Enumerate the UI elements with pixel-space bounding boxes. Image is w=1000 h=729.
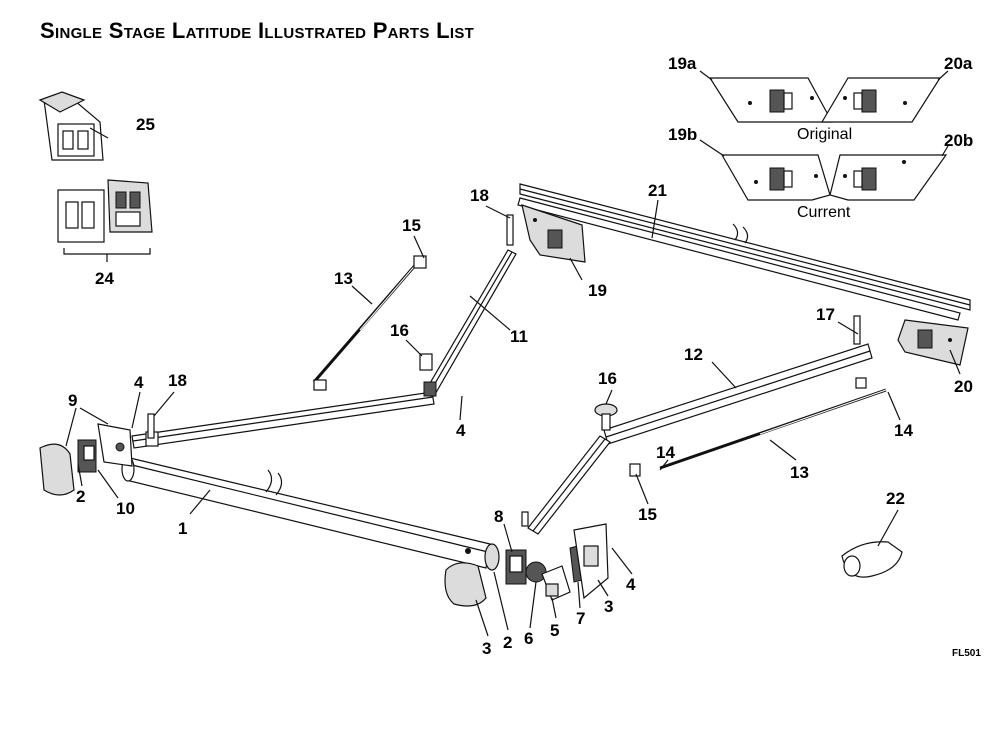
pin-part-18-top — [506, 214, 514, 246]
glove-part-22 — [841, 541, 903, 578]
lower-arm-left — [131, 391, 435, 449]
left-arm-bracket-part-9 — [97, 423, 133, 467]
upper-arm-part-11 — [423, 249, 517, 397]
callout-19a: 19a — [668, 54, 697, 73]
callout-4-mid: 4 — [456, 421, 466, 440]
motor-part-5 — [541, 565, 571, 601]
caption-original: Original — [797, 126, 852, 143]
left-bracket-part-10 — [77, 439, 97, 473]
bracket-part-19 — [521, 204, 586, 263]
callout-14-right: 14 — [894, 421, 913, 440]
callout-22: 22 — [886, 489, 905, 508]
callout-2-lower: 2 — [503, 633, 512, 652]
left-end-cap-part-2 — [39, 443, 75, 496]
callout-3-lower: 3 — [482, 639, 491, 658]
callout-13-right: 13 — [790, 463, 809, 482]
callout-15-bottom: 15 — [638, 505, 657, 524]
end-cap-part-3-lower — [444, 562, 487, 607]
leader-lines — [65, 70, 961, 637]
callout-10: 10 — [116, 499, 135, 518]
callout-12: 12 — [684, 345, 703, 364]
gas-strut-part-13-left — [312, 255, 427, 391]
plate-part-19a — [708, 77, 834, 123]
switch-cover-part-25 — [38, 91, 104, 161]
callout-14-left: 14 — [656, 443, 675, 462]
gear-part-6 — [525, 561, 547, 583]
switch-plate-part-24 — [57, 179, 153, 262]
callout-20a: 20a — [944, 54, 973, 73]
rail-part-21 — [517, 183, 971, 321]
drawing-code: FL501 — [952, 648, 981, 659]
callout-6: 6 — [524, 629, 533, 648]
callout-19: 19 — [588, 281, 607, 300]
motor-part-8 — [505, 549, 527, 585]
pin-part-18-left — [147, 413, 155, 439]
page-title: Single Stage Latitude Illustrated Parts … — [40, 18, 475, 43]
callout-21: 21 — [648, 181, 667, 200]
callout-13-left: 13 — [334, 269, 353, 288]
callout-4-left: 4 — [134, 373, 144, 392]
caption-current: Current — [797, 204, 851, 221]
callout-24: 24 — [95, 269, 114, 288]
callout-3-right: 3 — [604, 597, 613, 616]
plate-part-20b — [829, 154, 948, 201]
callout-4-right: 4 — [626, 575, 636, 594]
callout-8: 8 — [494, 507, 503, 526]
callout-25: 25 — [136, 115, 155, 134]
gas-strut-part-13-right — [629, 377, 887, 477]
plate-part-19b — [720, 154, 831, 201]
callout-17: 17 — [816, 305, 835, 324]
callout-16-right: 16 — [598, 369, 617, 388]
callout-7: 7 — [576, 609, 585, 628]
roller-tube-part-1 — [121, 456, 500, 571]
callout-11: 11 — [510, 327, 528, 346]
callout-1: 1 — [178, 519, 187, 538]
callout-15-top: 15 — [402, 216, 421, 235]
callout-2-left: 2 — [76, 487, 85, 506]
bracket-part-20 — [897, 319, 969, 366]
callout-18-top: 18 — [470, 186, 489, 205]
plate-part-20a — [820, 77, 942, 123]
callout-9: 9 — [68, 391, 77, 410]
knob-part-16-left — [419, 353, 433, 371]
callout-16-left: 16 — [390, 321, 409, 340]
arm-part-12 — [603, 315, 873, 445]
callout-18-left: 18 — [168, 371, 187, 390]
knob-part-16-right — [594, 403, 618, 431]
arm-lower-right — [521, 435, 611, 535]
callout-20: 20 — [954, 377, 973, 396]
callout-20b: 20b — [944, 131, 973, 150]
end-cap-part-3-right — [573, 523, 609, 600]
callout-19b: 19b — [668, 125, 697, 144]
callout-5: 5 — [550, 621, 559, 640]
